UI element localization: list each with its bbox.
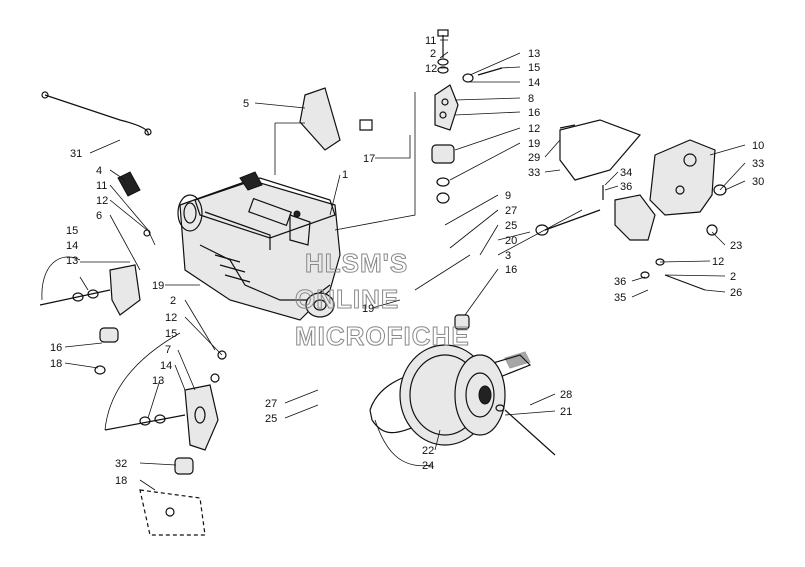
callout: 26 (730, 287, 742, 299)
callout: 12 (425, 63, 437, 75)
callout: 14 (160, 360, 172, 372)
callout: 29 (528, 152, 540, 164)
callout: 13 (152, 375, 164, 387)
callout: 34 (620, 167, 632, 179)
callout: 16 (50, 342, 62, 354)
callout: 2 (730, 271, 736, 283)
front-engine-mount (431, 29, 503, 204)
engine-assembly (177, 171, 341, 321)
callout: 17 (363, 153, 375, 165)
callout: 27 (265, 398, 277, 410)
callout: 13 (528, 48, 540, 60)
callout: 18 (115, 475, 127, 487)
watermark-line-3: MICROFICHE (295, 321, 470, 351)
callout: 25 (505, 220, 517, 232)
callout: 33 (752, 158, 764, 170)
left-engine-mounts (39, 87, 373, 536)
rear-engine-mount (535, 119, 727, 291)
callout: 5 (243, 98, 249, 110)
callout: 23 (730, 240, 742, 252)
callout: 21 (560, 406, 572, 418)
callout: 32 (115, 458, 127, 470)
callout: 6 (96, 210, 102, 222)
callout: 10 (752, 140, 764, 152)
callout: 25 (265, 413, 277, 425)
callout: 19 (152, 280, 164, 292)
callout: 16 (505, 264, 517, 276)
callout: 4 (96, 165, 102, 177)
callout: 1 (342, 169, 348, 181)
callout: 3 (505, 250, 511, 262)
watermark-line-1: HLSM'S (305, 248, 408, 278)
callout: 19 (362, 303, 374, 315)
callout: 15 (165, 328, 177, 340)
watermark: HLSM'S ONLINE MICROFICHE (295, 248, 470, 352)
callout: 15 (528, 62, 540, 74)
callout: 22 (422, 445, 434, 457)
callout: 12 (96, 195, 108, 207)
callout: 24 (422, 460, 434, 472)
callout: 27 (505, 205, 517, 217)
callout: 7 (165, 344, 171, 356)
callout-labels: 11 2 12 13 15 14 8 16 12 19 5 17 1 31 4 … (50, 35, 764, 487)
callout: 36 (620, 181, 632, 193)
callout: 9 (505, 190, 511, 202)
callout: 11 (96, 180, 107, 192)
callout: 35 (614, 292, 626, 304)
callout: 31 (70, 148, 82, 160)
callout: 13 (66, 255, 78, 267)
callout: 2 (170, 295, 176, 307)
watermark-line-2: ONLINE (295, 284, 399, 314)
callout: 12 (165, 312, 177, 324)
tether-cable (44, 94, 149, 136)
callout: 28 (560, 389, 572, 401)
callout: 30 (752, 176, 764, 188)
callout: 11 (425, 35, 436, 47)
callout: 8 (528, 93, 534, 105)
callout: 16 (528, 107, 540, 119)
drive-clutch-assembly (369, 314, 556, 456)
callout: 36 (614, 276, 626, 288)
callout: 12 (528, 123, 540, 135)
callout: 12 (712, 256, 724, 268)
callout: 19 (528, 138, 540, 150)
callout: 14 (66, 240, 78, 252)
leader-lines (41, 39, 746, 491)
callout: 20 (505, 235, 517, 247)
callout: 33 (528, 167, 540, 179)
callout: 15 (66, 225, 78, 237)
callout: 18 (50, 358, 62, 370)
callout: 2 (430, 48, 436, 60)
callout: 14 (528, 77, 540, 89)
